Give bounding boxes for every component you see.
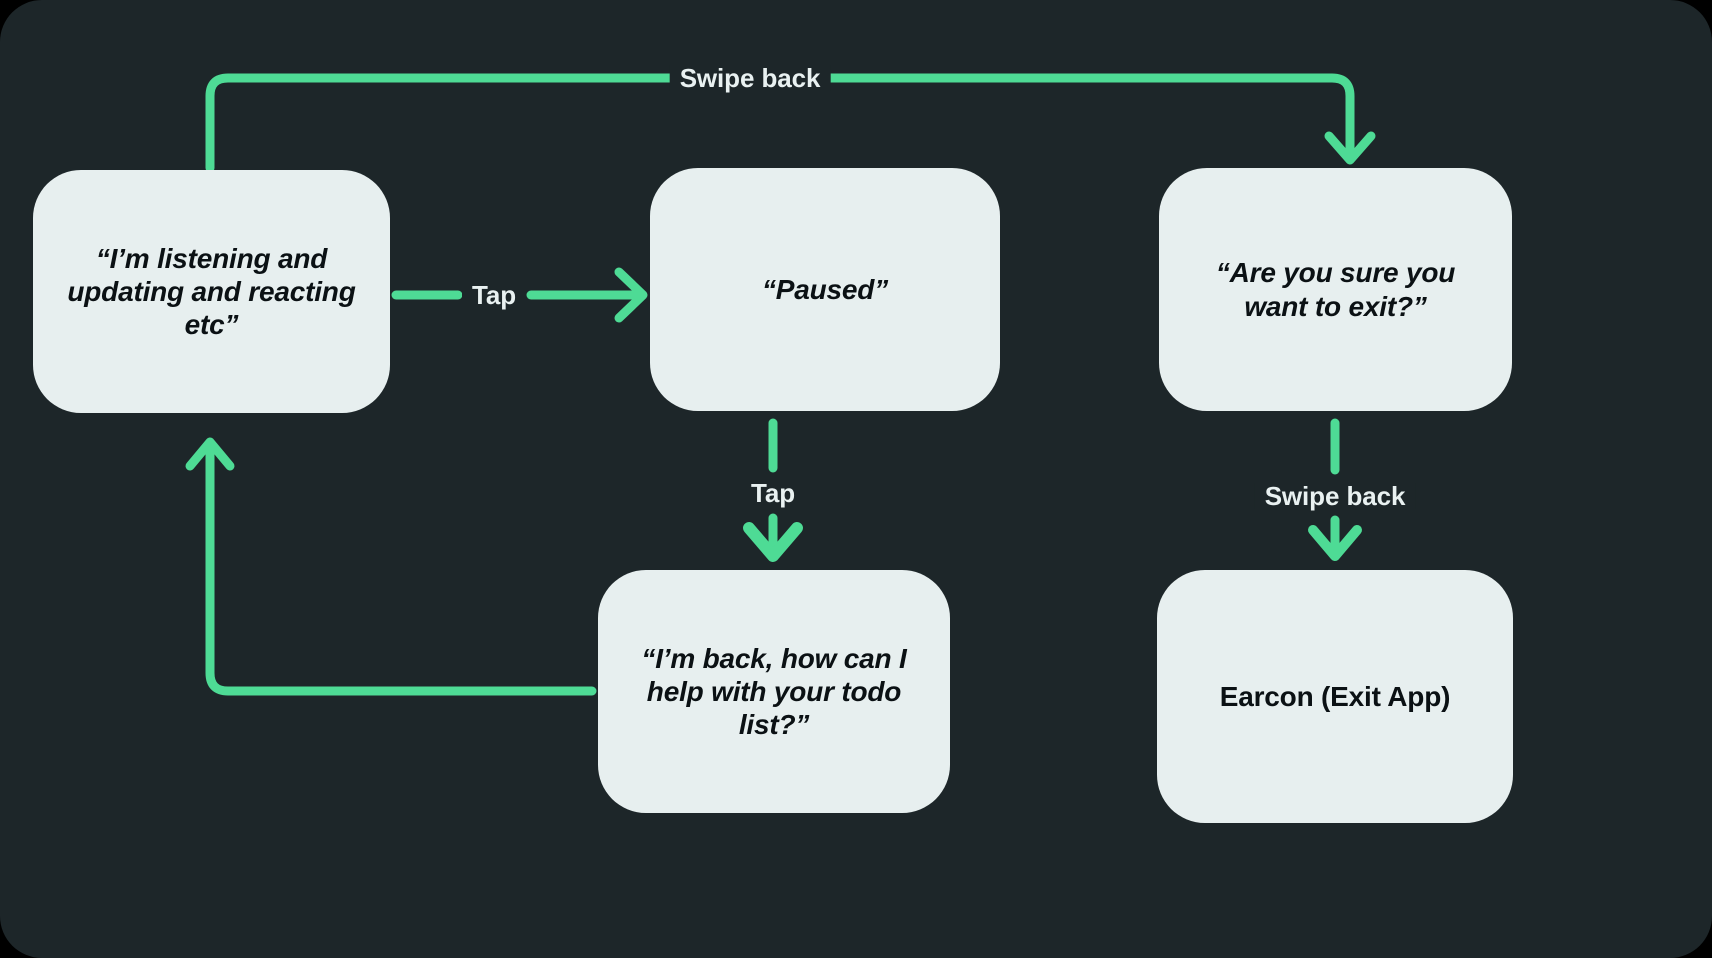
edge-label-tap-vertical: Tap [741, 480, 805, 506]
edge-label-swipe-back-right: Swipe back [1254, 483, 1416, 509]
edge-back-to-listening [185, 437, 597, 696]
node-confirm-label: “Are you sure you want to exit?” [1215, 257, 1456, 322]
node-back-label: “I’m back, how can I help with your todo… [641, 642, 907, 741]
node-listening-label: “I’m listening and updating and reacting… [67, 242, 356, 341]
edge-label-tap-horizontal: Tap [462, 282, 526, 308]
node-earcon[interactable]: Earcon (Exit App) [1157, 570, 1513, 823]
node-earcon-label: Earcon (Exit App) [1219, 680, 1451, 712]
node-listening[interactable]: “I’m listening and updating and reacting… [33, 170, 390, 413]
node-confirm[interactable]: “Are you sure you want to exit?” [1159, 168, 1512, 411]
edge-label-swipe-back-top: Swipe back [669, 65, 831, 91]
node-paused[interactable]: “Paused” [650, 168, 1000, 411]
node-back[interactable]: “I’m back, how can I help with your todo… [598, 570, 950, 813]
node-paused-label: “Paused” [762, 273, 888, 305]
